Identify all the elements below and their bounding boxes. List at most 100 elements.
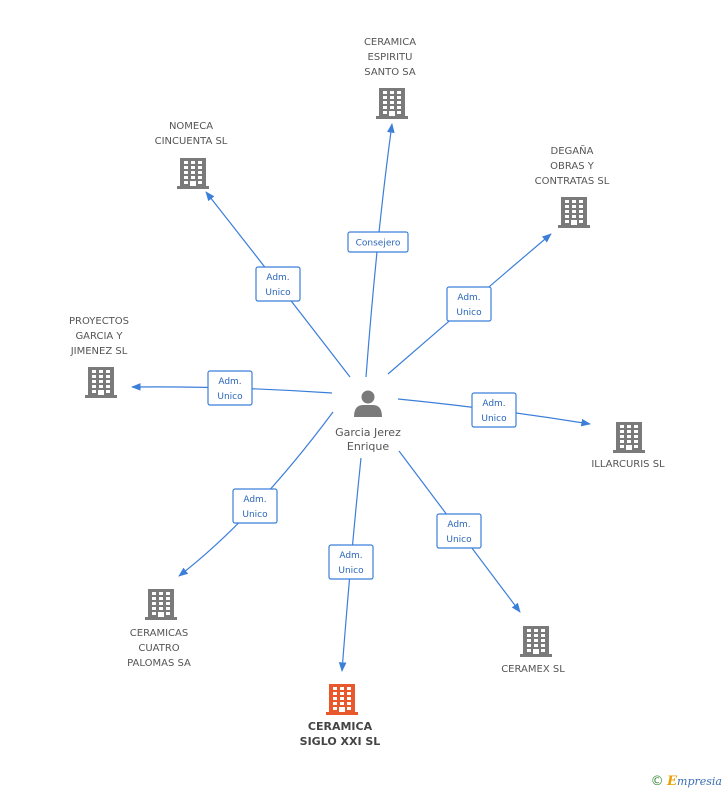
company-node-ceramicas-cuatro-palomas[interactable]: CERAMICAS CUATRO PALOMAS SA — [127, 589, 191, 669]
building-window — [198, 176, 202, 179]
building-window — [579, 205, 583, 208]
company-name-line[interactable]: CONTRATAS SL — [535, 176, 610, 187]
company-name-line[interactable]: CERAMEX SL — [501, 664, 565, 675]
building-icon[interactable] — [558, 197, 590, 228]
building-window — [333, 692, 337, 695]
building-base — [558, 225, 590, 228]
edge-label-text: Unico — [265, 288, 291, 298]
building-window — [572, 215, 576, 218]
edge-label-text: Adm. — [482, 399, 505, 409]
company-name-line[interactable]: CUATRO — [138, 643, 179, 654]
building-window — [383, 106, 387, 109]
building-window — [579, 215, 583, 218]
edge-label-box — [347, 231, 409, 253]
company-node-degana-obras[interactable]: DEGAÑA OBRAS Y CONTRATAS SL — [535, 144, 610, 228]
company-node-illarcuris[interactable]: ILLARCURIS SL — [591, 422, 665, 470]
company-name-line[interactable]: OBRAS Y — [550, 161, 595, 172]
building-door — [158, 612, 164, 617]
person-name-line[interactable]: Enrique — [347, 440, 389, 453]
building-window — [333, 687, 337, 690]
building-window — [333, 702, 337, 705]
building-window — [541, 649, 545, 652]
building-window — [92, 380, 96, 383]
building-icon[interactable] — [376, 88, 408, 119]
building-window — [383, 96, 387, 99]
building-window — [541, 644, 545, 647]
building-window — [397, 101, 401, 104]
building-window — [166, 612, 170, 615]
building-icon[interactable] — [613, 422, 645, 453]
company-name-line[interactable]: SIGLO XXI SL — [300, 735, 381, 748]
edge-label-box — [232, 488, 278, 524]
brand-name[interactable]: mpresia — [677, 775, 722, 788]
edge-label-ceramica-siglo-xxi[interactable]: Adm.Unico — [328, 544, 374, 580]
person-name-line[interactable]: Garcia Jerez — [335, 426, 401, 439]
edge-label-degana-obras[interactable]: Adm.Unico — [446, 286, 492, 322]
company-node-nomeca-cincuenta[interactable]: NOMECA CINCUENTA SL — [155, 121, 228, 189]
building-window — [390, 101, 394, 104]
building-base — [85, 395, 117, 398]
building-window — [184, 171, 188, 174]
building-icon[interactable] — [520, 626, 552, 657]
company-name-line[interactable]: GARCIA Y — [75, 331, 123, 342]
company-name-line[interactable]: PROYECTOS — [69, 316, 129, 327]
company-name-line[interactable]: CERAMICAS — [130, 628, 188, 639]
building-window — [184, 181, 188, 184]
company-name-line[interactable]: CERAMICA — [364, 37, 416, 48]
building-window — [166, 602, 170, 605]
building-window — [565, 210, 569, 213]
edge-label-proyectos-garcia[interactable]: Adm.Unico — [207, 370, 253, 406]
edge-label-ceramex[interactable]: Adm.Unico — [436, 513, 482, 549]
building-window — [191, 176, 195, 179]
edge-label-illarcuris[interactable]: Adm.Unico — [471, 392, 517, 428]
company-name-line[interactable]: CERAMICA — [308, 720, 373, 733]
company-node-ceramica-espiritu-santo[interactable]: CERAMICA ESPIRITU SANTO SA — [364, 37, 416, 119]
building-window — [620, 435, 624, 438]
building-base — [376, 116, 408, 119]
company-name-line[interactable]: ILLARCURIS SL — [591, 459, 665, 470]
building-window — [159, 602, 163, 605]
company-node-proyectos-garcia[interactable]: PROYECTOS GARCIA Y JIMENEZ SL — [69, 316, 129, 398]
building-door — [190, 181, 196, 186]
company-node-ceramex[interactable]: CERAMEX SL — [501, 626, 565, 675]
company-name-line[interactable]: DEGAÑA — [551, 144, 594, 157]
building-window — [565, 215, 569, 218]
building-base — [177, 186, 209, 189]
building-icon[interactable] — [177, 158, 209, 189]
edge-label-text: Adm. — [339, 551, 362, 561]
building-window — [198, 171, 202, 174]
edge-label-nomeca-cincuenta[interactable]: Adm.Unico — [255, 266, 301, 302]
building-base — [520, 654, 552, 657]
building-window — [191, 171, 195, 174]
edge-label-ceramica-espiritu-santo[interactable]: Consejero — [347, 231, 409, 253]
building-window — [152, 612, 156, 615]
company-name-line[interactable]: ESPIRITU — [368, 52, 413, 63]
building-window — [106, 380, 110, 383]
company-name-line[interactable]: SANTO SA — [364, 67, 416, 78]
company-node-ceramica-siglo-xxi[interactable]: CERAMICA SIGLO XXI SL — [300, 684, 381, 748]
building-window — [184, 176, 188, 179]
building-icon[interactable] — [326, 684, 358, 715]
brand-initial[interactable]: E — [667, 774, 678, 789]
company-name-line[interactable]: CINCUENTA SL — [155, 136, 228, 147]
company-name-line[interactable]: NOMECA — [169, 121, 213, 132]
company-name-line[interactable]: PALOMAS SA — [127, 658, 191, 669]
building-window — [565, 205, 569, 208]
building-window — [534, 634, 538, 637]
building-icon[interactable] — [145, 589, 177, 620]
building-window — [527, 634, 531, 637]
edge-label-ceramicas-cuatro-palomas[interactable]: Adm.Unico — [232, 488, 278, 524]
building-window — [627, 435, 631, 438]
building-window — [634, 445, 638, 448]
building-window — [198, 166, 202, 169]
edge-label-text: Unico — [456, 308, 482, 318]
building-window — [627, 440, 631, 443]
edge-label-box — [471, 392, 517, 428]
company-name-line[interactable]: JIMENEZ SL — [70, 346, 128, 357]
building-window — [527, 649, 531, 652]
building-icon[interactable] — [85, 367, 117, 398]
edge-label-text: Adm. — [447, 520, 470, 530]
